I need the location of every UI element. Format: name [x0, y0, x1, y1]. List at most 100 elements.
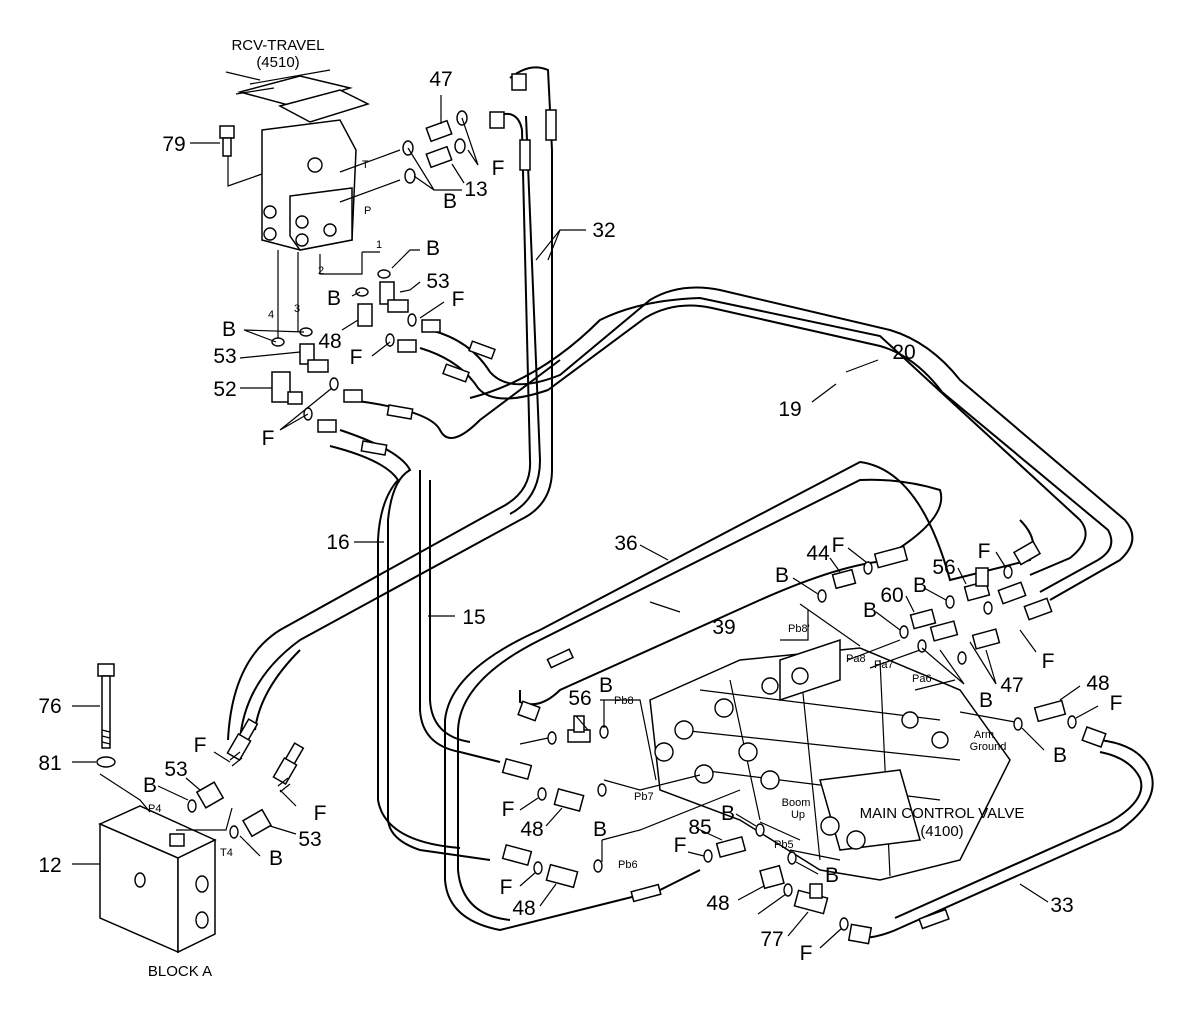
- adapter-85: [715, 835, 747, 859]
- o-ring: [1003, 565, 1013, 579]
- port-label: 2: [318, 265, 324, 277]
- o-ring: [839, 917, 849, 931]
- callout: F: [492, 157, 505, 180]
- o-ring: [1067, 715, 1077, 729]
- spool: [738, 742, 758, 762]
- callout: 53: [298, 828, 321, 851]
- sleeve: [360, 440, 388, 456]
- mcv-top-block: [779, 638, 841, 702]
- mcv-title: MAIN CONTROL VALVE: [860, 805, 1025, 822]
- callout: 15: [462, 606, 485, 629]
- callout: F: [314, 802, 327, 825]
- port-label: Pb8': [788, 623, 810, 635]
- callout: 81: [38, 752, 61, 775]
- callout: F: [262, 427, 275, 450]
- elbow-48-low: [545, 863, 579, 889]
- hose-end: [1012, 540, 1042, 566]
- o-ring: [983, 601, 993, 615]
- callout: B: [825, 864, 839, 887]
- hose-end: [343, 389, 363, 403]
- tee-56-right-leg: [975, 567, 989, 587]
- callout: B: [863, 599, 877, 622]
- port-label: P: [364, 205, 371, 217]
- elbow-53-left: [195, 781, 225, 809]
- o-ring: [597, 783, 607, 797]
- block-title: BLOCK A: [148, 963, 212, 980]
- bolt-shank: [222, 137, 232, 157]
- bolt-79: [219, 125, 263, 187]
- port-label: P4: [148, 803, 161, 815]
- elbow-53-right: [241, 808, 273, 838]
- callout: 33: [1050, 894, 1073, 917]
- spool: [714, 698, 734, 718]
- o-ring: [355, 287, 369, 297]
- callout: B: [143, 774, 157, 797]
- callout: B: [269, 847, 283, 870]
- block-port: [134, 872, 146, 888]
- port-labels: T P 1 2 3 4 P4 T4 Pb8' Pa8 Pa7 Pa6 Pb8 P…: [148, 159, 932, 871]
- mcv-spools: [654, 667, 949, 850]
- pedal-right: [277, 89, 371, 123]
- callout: 44: [806, 542, 830, 565]
- callout: B: [443, 190, 457, 213]
- callout: B: [913, 574, 927, 597]
- port-label: T4: [220, 847, 233, 859]
- washer-81: [96, 756, 116, 768]
- rcv-port: [307, 157, 323, 173]
- o-ring: [755, 823, 765, 837]
- callout: 36: [614, 532, 637, 555]
- port-label: Pb5: [774, 839, 794, 851]
- o-ring: [957, 651, 967, 665]
- hose-39: [457, 478, 943, 921]
- spool: [846, 830, 866, 850]
- o-ring: [787, 851, 797, 865]
- hose-sleeves: [235, 109, 950, 930]
- elbow-53-top-leg: [387, 299, 409, 313]
- callout: F: [194, 734, 207, 757]
- callout: 48: [318, 330, 341, 353]
- block-port: [195, 911, 209, 929]
- port-label: Pa8: [846, 653, 866, 665]
- callout: 47: [429, 68, 452, 91]
- spool: [694, 764, 714, 784]
- mcv-code: (4100): [920, 823, 963, 840]
- mcv-port-leaders: [600, 603, 1016, 861]
- callout: F: [978, 540, 991, 563]
- o-ring: [703, 849, 713, 863]
- sleeve: [468, 340, 496, 360]
- callout: 77: [760, 928, 783, 951]
- sleeve: [545, 109, 557, 141]
- sleeve: [546, 648, 574, 669]
- rcv-code: (4510): [256, 54, 299, 71]
- elbow-48-mid: [553, 787, 585, 813]
- spool: [654, 742, 674, 762]
- o-ring: [817, 589, 827, 603]
- spool: [820, 816, 840, 836]
- callout: B: [775, 564, 789, 587]
- hose-end: [272, 756, 298, 786]
- elbow-48-top: [357, 303, 373, 327]
- sleeve: [519, 139, 531, 171]
- callout-numbers: 47 79 13 B F B 32 B 53 B F 48 B F 53 52 …: [38, 68, 1122, 965]
- sleeve: [630, 883, 662, 903]
- callout: F: [800, 942, 813, 965]
- bolt-76: [97, 663, 115, 749]
- hose-end: [421, 319, 441, 333]
- hose-16b: [329, 445, 461, 849]
- adapter-47-a: [929, 620, 959, 642]
- adapter-47-b: [971, 628, 1001, 650]
- port-label: Pb7: [634, 791, 654, 803]
- callout: 48: [1086, 672, 1109, 695]
- block-a: [98, 773, 233, 954]
- elbow-48-right: [1033, 699, 1067, 723]
- hose-end: [501, 757, 533, 781]
- callout: 53: [213, 345, 236, 368]
- bolt-leader: [227, 156, 263, 187]
- hose-end: [997, 581, 1027, 605]
- boom-label: Boom: [782, 797, 811, 809]
- callout: B: [426, 237, 440, 260]
- bolt-head: [97, 663, 115, 677]
- hose-32c: [509, 115, 542, 515]
- rcv-port: [323, 223, 337, 237]
- callout-leaders: [72, 95, 1099, 949]
